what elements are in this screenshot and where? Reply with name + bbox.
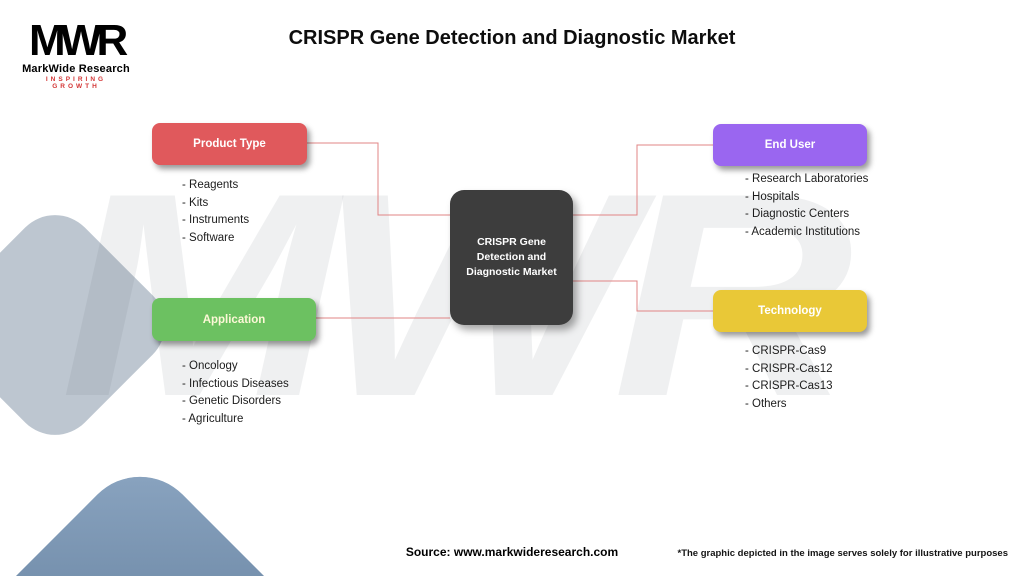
node-technology-label: Technology — [758, 305, 822, 317]
list-item: - Kits — [182, 196, 209, 209]
list-item: - Oncology — [182, 360, 238, 372]
list-item: - Hospitals — [745, 190, 800, 203]
node-end-user-label: End User — [764, 139, 816, 151]
center-node-label: CRISPR Gene Detection and Diagnostic Mar… — [466, 235, 557, 279]
list-product-type: - Reagents - Kits - Instruments - Softwa… — [182, 177, 249, 247]
list-item: - Research Laboratories — [745, 173, 869, 185]
list-technology: - CRISPR-Cas9 - CRISPR-Cas12 - CRISPR-Ca… — [745, 343, 833, 413]
node-product-type: Product Type — [152, 123, 307, 165]
list-item: - Instruments — [182, 214, 250, 226]
list-item: - CRISPR-Cas12 — [745, 362, 833, 375]
center-node: CRISPR Gene Detection and Diagnostic Mar… — [450, 190, 573, 325]
list-item: - Diagnostic Centers — [745, 208, 850, 220]
node-application: Application — [152, 298, 316, 341]
disclaimer-text: *The graphic depicted in the image serve… — [677, 548, 1009, 559]
node-end-user: End User — [713, 124, 867, 166]
list-application: - Oncology - Infectious Diseases - Genet… — [182, 358, 289, 428]
list-item: - Software — [182, 231, 235, 244]
list-item: - Academic Institutions — [745, 225, 861, 238]
logo-name: MarkWide Research — [22, 62, 130, 75]
list-item: - Reagents — [182, 179, 239, 191]
logo-tagline: Inspiring Growth — [45, 75, 107, 90]
list-item: - Infectious Diseases — [182, 377, 289, 390]
list-item: - Agriculture — [182, 412, 244, 425]
logo-acronym: MWR — [28, 16, 128, 65]
logo: MWR MarkWide Research Inspiring Growth — [20, 16, 132, 90]
node-technology: Technology — [713, 290, 867, 332]
page-title: CRISPR Gene Detection and Diagnostic Mar… — [288, 27, 736, 49]
list-item: - CRISPR-Cas13 — [745, 380, 833, 392]
node-product-type-label: Product Type — [193, 138, 266, 150]
list-item: - CRISPR-Cas9 — [745, 345, 827, 357]
node-application-label: Application — [202, 313, 266, 326]
source-text: Source: www.markwideresearch.com — [405, 545, 619, 559]
list-item: - Others — [745, 397, 787, 410]
list-item: - Genetic Disorders — [182, 395, 282, 407]
list-end-user: - Research Laboratories - Hospitals - Di… — [745, 171, 868, 241]
